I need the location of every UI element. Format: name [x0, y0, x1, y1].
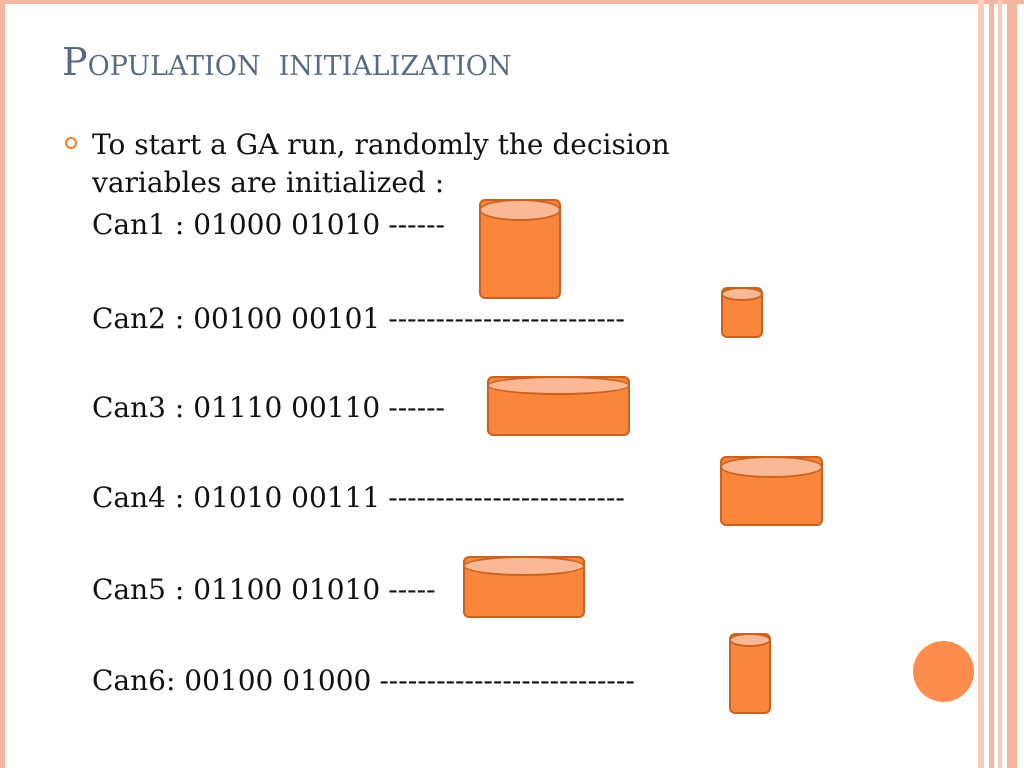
bullet-text-line2: variables are initialized :: [92, 166, 445, 199]
candidate-dashes: ---------------------------: [379, 664, 635, 697]
slide-title: Population initialization: [62, 40, 512, 84]
candidate-line-5: Can5 : 01100 01010-----: [92, 573, 436, 607]
candidate-label: Can6: 00100 01000: [92, 664, 372, 697]
candidate-3-cylinder-icon: [487, 376, 630, 436]
bullet-text-line1: To start a GA run, randomly the decision: [92, 128, 670, 161]
candidate-4-cylinder-icon: [720, 456, 823, 526]
frame-right-stripe: [998, 0, 1002, 768]
candidate-dashes: -----: [388, 573, 436, 606]
bullet-icon: [65, 137, 77, 149]
candidate-line-4: Can4 : 01010 00111----------------------…: [92, 481, 625, 515]
frame-right-stripe: [978, 0, 984, 768]
candidate-line-3: Can3 : 01110 00110------: [92, 391, 445, 425]
candidate-line-1: Can1 : 01000 01010------: [92, 208, 445, 242]
candidate-dashes: -------------------------: [388, 302, 625, 335]
candidate-line-6: Can6: 00100 01000-----------------------…: [92, 664, 635, 698]
candidate-6-cylinder-icon: [729, 633, 771, 714]
candidate-label: Can2 : 00100 00101: [92, 302, 381, 335]
frame-right-stripe: [989, 0, 994, 768]
candidate-1-cylinder-icon: [479, 199, 561, 299]
candidate-dashes: -------------------------: [388, 481, 625, 514]
candidate-dashes: ------: [388, 208, 446, 241]
candidate-label: Can5 : 01100 01010: [92, 573, 381, 606]
decorative-circle: [913, 641, 974, 702]
candidate-5-cylinder-icon: [463, 556, 585, 618]
frame-top-border: [0, 0, 1024, 4]
candidate-dashes: ------: [388, 391, 446, 424]
candidate-2-cylinder-icon: [721, 287, 763, 338]
candidate-label: Can4 : 01010 00111: [92, 481, 381, 514]
candidate-line-2: Can2 : 00100 00101----------------------…: [92, 302, 625, 336]
candidate-label: Can3 : 01110 00110: [92, 391, 381, 424]
frame-right-stripe: [1007, 0, 1017, 768]
candidate-label: Can1 : 01000 01010: [92, 208, 381, 241]
frame-left-border: [0, 0, 5, 768]
bullet-text: To start a GA run, randomly the decision…: [92, 126, 670, 202]
